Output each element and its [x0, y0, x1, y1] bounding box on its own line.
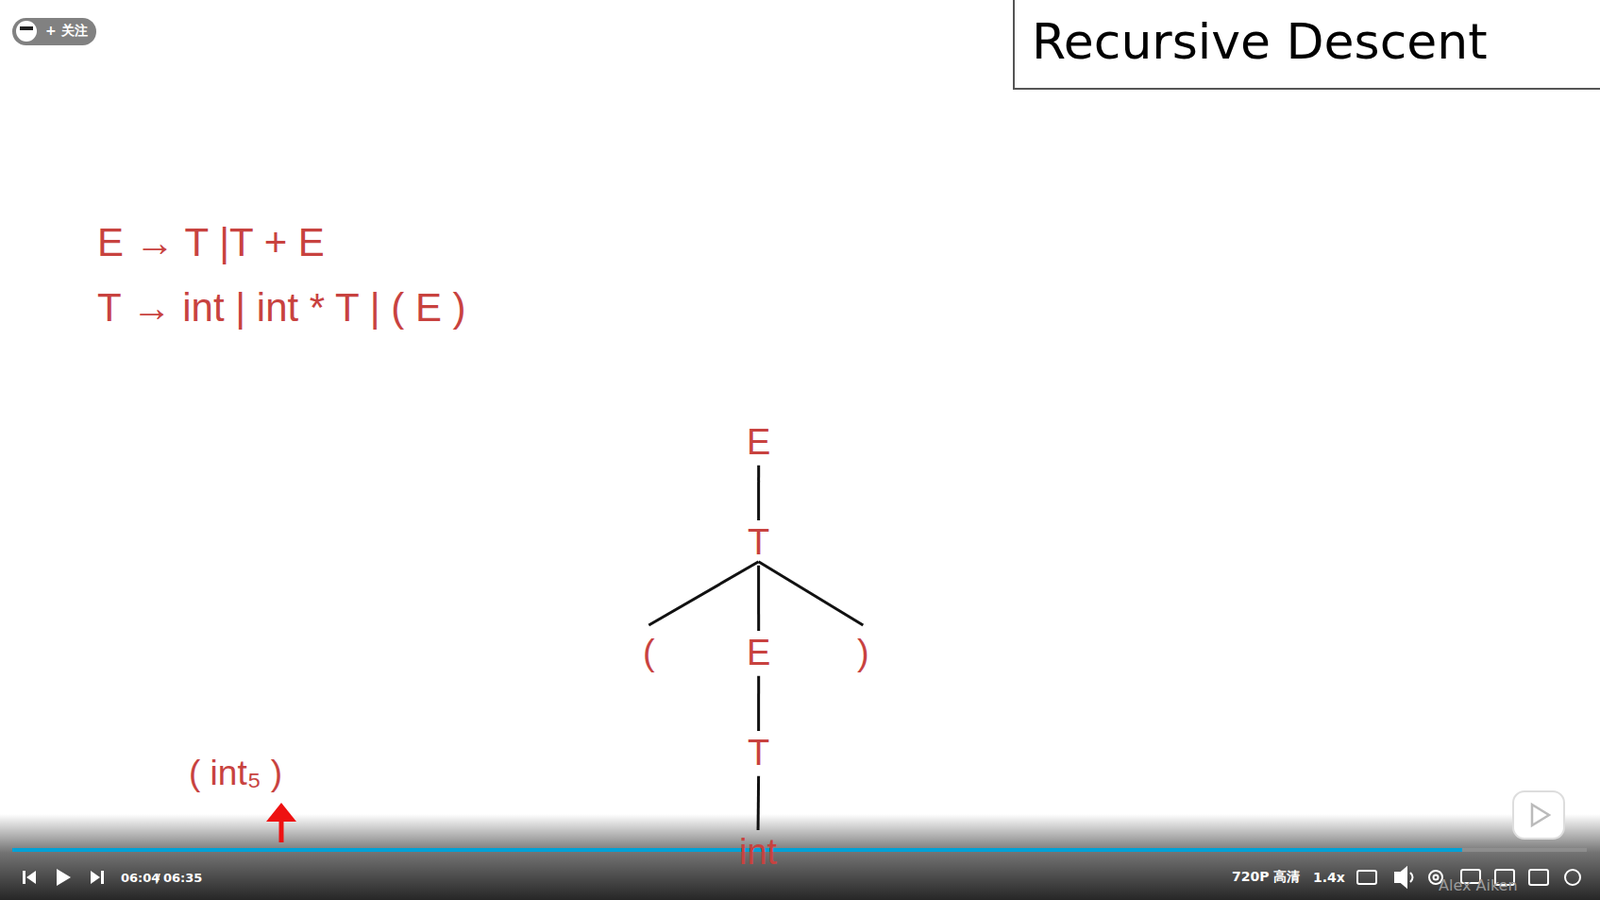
tree-node: T [742, 732, 775, 775]
grammar-rule: E → T |T + E [97, 219, 325, 266]
title-box: Recursive Descent [1012, 0, 1600, 90]
tree-node: E [741, 632, 775, 674]
total-time: 06:35 [163, 870, 203, 885]
symbol-text: ) [857, 632, 870, 673]
slide-title: Recursive Descent [1031, 13, 1488, 70]
tree-node: ) [852, 632, 875, 674]
tree-edge [758, 561, 864, 625]
tree-node: ( [638, 632, 660, 674]
tree-edge [757, 565, 760, 631]
tree-edge [757, 465, 760, 521]
tree-edge [757, 775, 761, 830]
speed-selector: 1.4x [1313, 869, 1346, 885]
input-string: ( int₅ ) [188, 753, 283, 793]
follow-pill [12, 17, 97, 46]
control-bar [0, 813, 1600, 900]
tree-node: E [741, 421, 775, 464]
grammar-rule: T → int | int * T | ( E ) [97, 285, 467, 331]
symbol-text: T [747, 732, 770, 773]
tree-edge [648, 561, 758, 625]
tree-edge [757, 675, 760, 731]
symbol-text: E [746, 632, 771, 673]
tv-button [1513, 791, 1565, 839]
playback-icons [22, 868, 104, 886]
tree-node: int [734, 831, 782, 874]
current-time: 06:04 [120, 870, 160, 885]
quality-selector: 720P 高清 [1231, 868, 1300, 886]
watermark: Alex Aiken [1438, 875, 1518, 894]
progress-fill [12, 847, 1463, 852]
input-pointer [266, 802, 297, 843]
symbol-text: E [746, 421, 771, 462]
time-separator: / [155, 870, 161, 885]
avatar [16, 20, 37, 42]
follow-button: + 关注 [45, 22, 88, 40]
progress-track [12, 847, 1587, 852]
symbol-text: T [747, 522, 770, 562]
symbol-text: ( [642, 632, 656, 673]
symbol-text: int [739, 831, 777, 872]
tree-node: T [742, 522, 775, 564]
